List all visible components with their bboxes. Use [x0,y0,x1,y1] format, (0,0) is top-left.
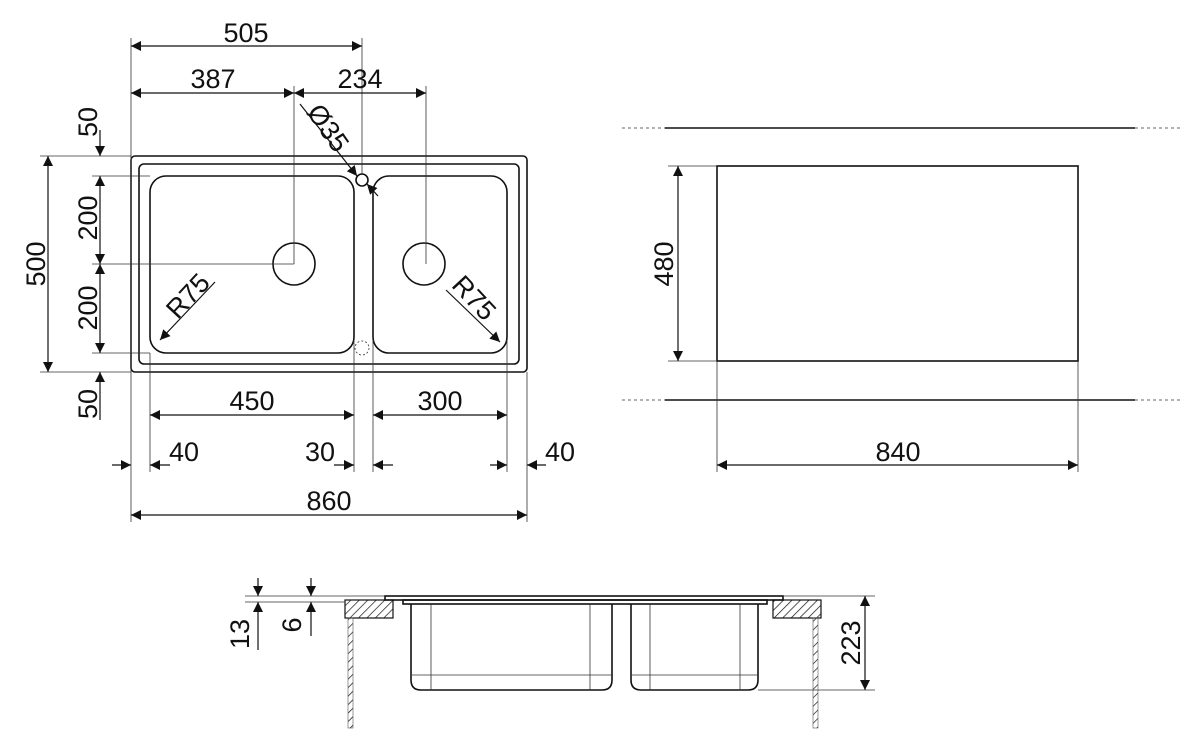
dim-450: 450 [229,386,274,416]
dim-223: 223 [836,620,866,665]
countertop-right [772,599,822,619]
left-bowl [149,175,355,354]
right-bowl-section [630,604,759,691]
dim-500: 500 [21,241,51,286]
dim-200-a: 200 [73,195,103,240]
top-view: 505 387 234 Ø35 500 50 200 200 50 R75 R7… [21,18,575,522]
extension-lines [40,38,528,522]
radius-right: R75 [446,270,502,327]
dim-50-top: 50 [73,107,103,137]
right-bowl [372,175,508,354]
dim-387: 387 [190,64,235,94]
cutout-view: 480 840 [622,127,1180,472]
dim-234: 234 [337,64,382,94]
section-view: 13 6 223 [225,578,875,729]
dim-40-left: 40 [169,437,199,467]
cabinet-wall-left [347,617,354,729]
dim-50-bottom: 50 [73,389,103,419]
cabinet-wall-right [812,617,819,729]
dim-13: 13 [225,619,255,649]
dim-30: 30 [305,437,335,467]
left-bowl-section [410,604,613,691]
dim-6: 6 [277,617,307,632]
dim-840: 840 [875,437,920,467]
dim-tap-hole-diameter: Ø35 [301,98,355,157]
radius-left: R75 [160,268,216,325]
sink-rim-lower [402,599,768,605]
dim-860: 860 [306,486,351,516]
dim-200-b: 200 [73,285,103,330]
right-drain [402,242,446,286]
overflow-hole [354,340,370,356]
dim-505: 505 [223,18,268,48]
dim-40-right: 40 [545,437,575,467]
tap-hole [355,173,369,187]
dim-480: 480 [649,241,679,286]
countertop-left [344,599,394,619]
cutout-outline [716,165,1079,362]
dim-300: 300 [417,386,462,416]
